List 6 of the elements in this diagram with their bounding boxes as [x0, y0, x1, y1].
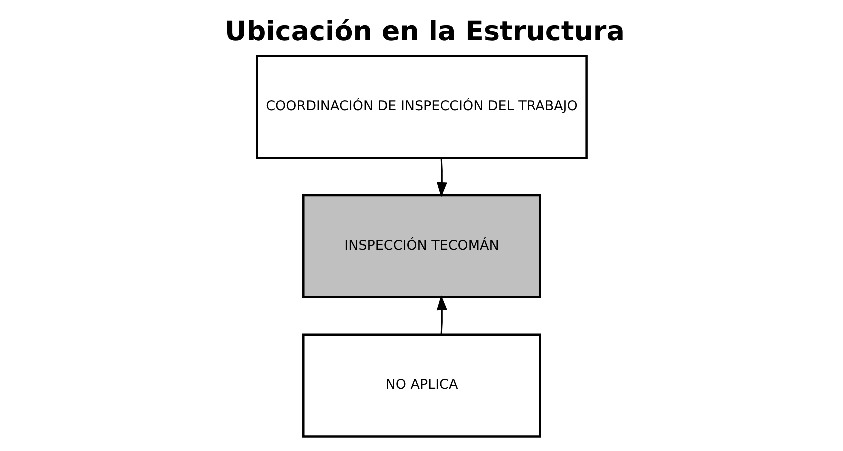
- node-box: COORDINACIÓN DE INSPECCIÓN DEL TRABAJO: [256, 55, 588, 160]
- node-box: INSPECCIÓN TECOMÁN: [302, 194, 541, 299]
- diagram-title: Ubicación en la Estructura: [224, 16, 624, 48]
- arrow: [436, 158, 447, 198]
- arrow: [436, 295, 447, 335]
- node-box: NO APLICA: [302, 334, 541, 438]
